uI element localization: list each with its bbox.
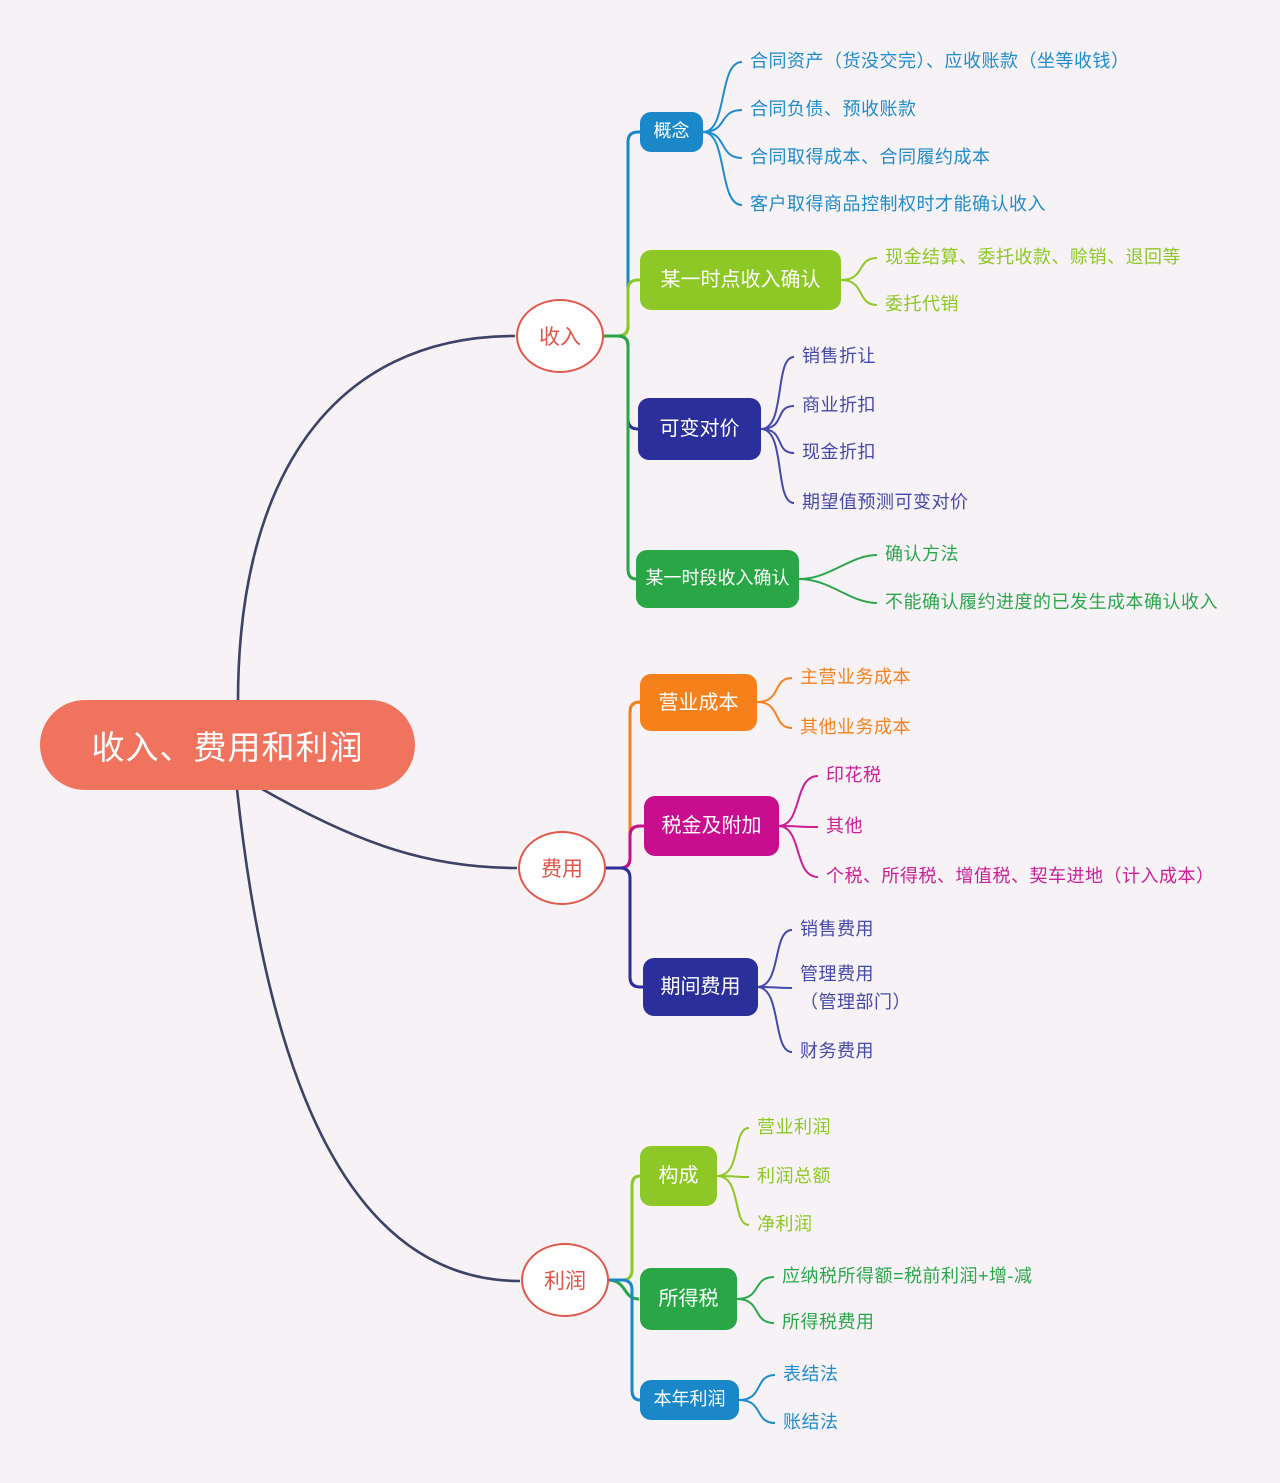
leaf-item[interactable]: 财务费用 [800, 1041, 874, 1062]
topic-concept[interactable]: 概念 [640, 112, 703, 152]
hook [738, 1399, 776, 1424]
topic-period-expenses[interactable]: 期间费用 [643, 958, 758, 1016]
main-topic-profit[interactable]: 利润 [521, 1243, 609, 1317]
edge-income-period [602, 334, 637, 581]
edge-expense-period [604, 866, 643, 989]
leaf-item[interactable]: 个税、所得税、增值税、契车进地（计入成本） [826, 866, 1215, 887]
hook [736, 1276, 775, 1300]
leaf-item[interactable]: 销售折让 [802, 346, 876, 367]
topic-operating-cost[interactable]: 营业成本 [640, 674, 757, 731]
hook [760, 356, 795, 430]
hook [702, 109, 743, 133]
edge-expense-tax [604, 824, 644, 870]
hook [760, 428, 795, 504]
edge-profit-yearprofit [607, 1278, 641, 1402]
hook [760, 405, 795, 430]
topic-taxes-surcharges[interactable]: 税金及附加 [644, 796, 779, 856]
main-topic-income[interactable]: 收入 [516, 299, 604, 373]
leaf-item[interactable]: 印花税 [826, 765, 882, 786]
root-topic[interactable]: 收入、费用和利润 [40, 700, 415, 790]
hook [756, 929, 793, 988]
leaf-item[interactable]: 其他 [826, 816, 863, 837]
leaf-item[interactable]: 营业利润 [757, 1117, 831, 1138]
leaf-item[interactable]: 合同负债、预收账款 [750, 99, 917, 120]
leaf-item[interactable]: 主营业务成本 [800, 667, 911, 688]
hook [716, 1127, 750, 1177]
hook [702, 61, 743, 133]
leaf-item[interactable]: 账结法 [783, 1412, 839, 1433]
leaf-item[interactable]: 管理费用 （管理部门） [800, 964, 911, 1012]
edge-income-concept [602, 130, 641, 338]
edge-income-point [602, 278, 641, 338]
edge-root-income [236, 334, 516, 702]
hook [756, 986, 793, 1053]
leaf-item[interactable]: 现金折扣 [802, 442, 876, 463]
topic-composition[interactable]: 构成 [640, 1146, 717, 1206]
hook [798, 554, 878, 580]
edge-profit-incometax [606, 1278, 640, 1301]
leaf-item[interactable]: 商业折扣 [802, 395, 876, 416]
edge-root-profit [235, 788, 521, 1283]
hook [702, 131, 743, 206]
hook [798, 578, 878, 604]
leaf-item[interactable]: 所得税费用 [782, 1312, 875, 1333]
hook [840, 257, 878, 281]
leaf-item[interactable]: 现金结算、委托收款、赊销、退回等 [885, 247, 1181, 268]
leaf-item[interactable]: 期望值预测可变对价 [802, 492, 969, 513]
leaf-item[interactable]: 利润总额 [757, 1166, 831, 1187]
hook [736, 1298, 775, 1324]
topic-point-in-time-revenue[interactable]: 某一时点收入确认 [640, 250, 841, 310]
hook [777, 825, 819, 878]
edge-profit-composition [607, 1174, 641, 1282]
hook [756, 701, 793, 729]
hook [738, 1374, 776, 1401]
hook [756, 677, 793, 703]
topic-current-year-profit[interactable]: 本年利润 [640, 1380, 739, 1420]
hook [716, 1175, 750, 1226]
leaf-item[interactable]: 合同资产（货没交完）、应收账款（坐等收钱） [750, 51, 1130, 72]
leaf-item[interactable]: 合同取得成本、合同履约成本 [750, 147, 991, 168]
hook [756, 986, 793, 989]
leaf-item[interactable]: 其他业务成本 [800, 717, 911, 738]
leaf-item[interactable]: 不能确认履约进度的已发生成本确认收入 [885, 592, 1218, 613]
leaf-item[interactable]: 净利润 [757, 1214, 813, 1235]
topic-period-of-time-revenue[interactable]: 某一时段收入确认 [636, 550, 799, 608]
leaf-item[interactable]: 确认方法 [885, 544, 959, 565]
hook [702, 131, 743, 159]
hook [777, 775, 819, 827]
topic-income-tax[interactable]: 所得税 [640, 1268, 737, 1330]
edge-income-variable [602, 334, 639, 431]
leaf-item[interactable]: 委托代销 [885, 294, 959, 315]
leaf-item[interactable]: 应纳税所得额=税前利润+增-减 [782, 1266, 1033, 1287]
leaf-item[interactable]: 表结法 [783, 1364, 839, 1385]
hook [840, 279, 878, 306]
leaf-item[interactable]: 销售费用 [800, 919, 874, 940]
edge-expense-cost [604, 700, 641, 870]
hook [760, 428, 795, 454]
topic-variable-consideration[interactable]: 可变对价 [638, 398, 761, 460]
edge-root-expense [261, 787, 518, 870]
leaf-item[interactable]: 客户取得商品控制权时才能确认收入 [750, 194, 1046, 215]
main-topic-expense[interactable]: 费用 [518, 831, 606, 905]
